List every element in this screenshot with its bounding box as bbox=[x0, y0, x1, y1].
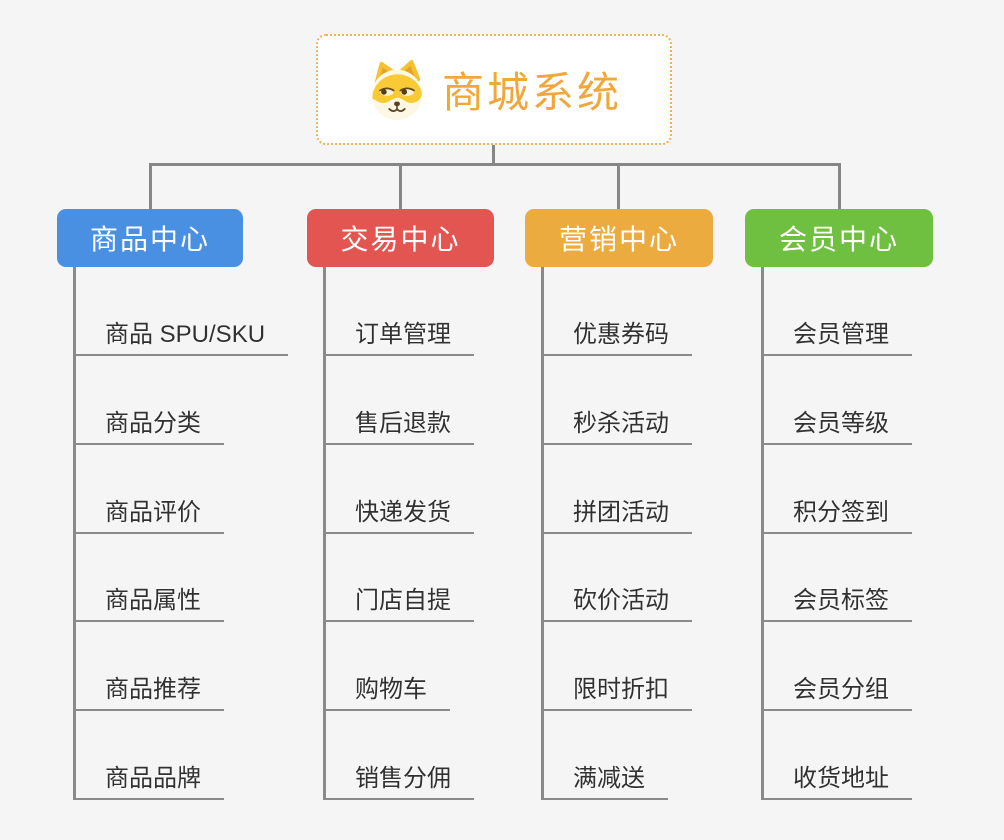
subtopic-label: 会员分组 bbox=[793, 676, 889, 704]
subtopic-node[interactable]: 门店自提 bbox=[326, 534, 474, 623]
subtopic-label: 拼团活动 bbox=[573, 498, 669, 526]
connector-drop-product bbox=[149, 163, 152, 209]
branch-children-trade: 订单管理 售后退款 快递发货 门店自提 购物车 销售分佣 bbox=[323, 267, 474, 800]
subtopic-node[interactable]: 订单管理 bbox=[326, 267, 474, 356]
subtopic-label: 会员等级 bbox=[793, 409, 889, 437]
subtopic-label: 秒杀活动 bbox=[573, 409, 669, 437]
subtopic-node[interactable]: 收货地址 bbox=[764, 711, 912, 800]
subtopic-label: 砍价活动 bbox=[573, 587, 669, 615]
subtopic-node[interactable]: 会员分组 bbox=[764, 622, 912, 712]
subtopic-label: 满减送 bbox=[573, 764, 645, 792]
subtopic-label: 商品属性 bbox=[105, 587, 201, 615]
subtopic-label: 限时折扣 bbox=[573, 676, 669, 704]
connector-root-stub bbox=[492, 145, 495, 164]
subtopic-node[interactable]: 拼团活动 bbox=[544, 445, 692, 534]
subtopic-label: 商品分类 bbox=[105, 409, 201, 437]
subtopic-node[interactable]: 商品 SPU/SKU bbox=[76, 267, 289, 356]
subtopic-node[interactable]: 优惠券码 bbox=[544, 267, 692, 356]
subtopic-label: 商品评价 bbox=[105, 498, 201, 526]
subtopic-node[interactable]: 购物车 bbox=[326, 622, 450, 712]
subtopic-label: 会员标签 bbox=[793, 587, 889, 615]
subtopic-node[interactable]: 商品推荐 bbox=[76, 622, 224, 712]
root-title: 商城系统 bbox=[441, 69, 622, 116]
subtopic-label: 销售分佣 bbox=[355, 764, 451, 792]
subtopic-label: 会员管理 bbox=[793, 321, 889, 348]
subtopic-node[interactable]: 商品分类 bbox=[76, 356, 224, 445]
subtopic-label: 商品 SPU/SKU bbox=[105, 321, 266, 348]
branch-node-product-center[interactable]: 商品中心 bbox=[57, 209, 243, 267]
root-node[interactable]: 商城系统 bbox=[316, 34, 672, 145]
subtopic-label: 门店自提 bbox=[355, 587, 451, 615]
subtopic-node[interactable]: 商品属性 bbox=[76, 534, 224, 623]
subtopic-node[interactable]: 秒杀活动 bbox=[544, 356, 692, 445]
subtopic-node[interactable]: 满减送 bbox=[544, 711, 668, 800]
subtopic-node[interactable]: 限时折扣 bbox=[544, 622, 692, 712]
subtopic-label: 订单管理 bbox=[355, 321, 451, 348]
connector-drop-marketing bbox=[617, 163, 620, 209]
subtopic-label: 购物车 bbox=[355, 676, 427, 704]
subtopic-label: 快递发货 bbox=[355, 498, 451, 526]
subtopic-label: 售后退款 bbox=[355, 409, 451, 437]
branch-node-trade-center[interactable]: 交易中心 bbox=[307, 209, 494, 267]
branch-node-member-center[interactable]: 会员中心 bbox=[745, 209, 933, 267]
subtopic-node[interactable]: 砍价活动 bbox=[544, 534, 692, 623]
subtopic-node[interactable]: 积分签到 bbox=[764, 445, 912, 534]
subtopic-node[interactable]: 会员标签 bbox=[764, 534, 912, 623]
subtopic-node[interactable]: 售后退款 bbox=[326, 356, 474, 445]
branch-children-member: 会员管理 会员等级 积分签到 会员标签 会员分组 收货地址 bbox=[761, 267, 912, 800]
subtopic-label: 商品推荐 bbox=[105, 676, 201, 704]
subtopic-label: 商品品牌 bbox=[105, 764, 201, 792]
branch-children-marketing: 优惠券码 秒杀活动 拼团活动 砍价活动 限时折扣 满减送 bbox=[541, 267, 692, 800]
subtopic-node[interactable]: 商品品牌 bbox=[76, 711, 224, 800]
subtopic-node[interactable]: 销售分佣 bbox=[326, 711, 474, 800]
doge-icon bbox=[371, 59, 423, 120]
connector-drop-member bbox=[838, 163, 841, 209]
connector-horizontal bbox=[149, 163, 841, 166]
subtopic-label: 收货地址 bbox=[793, 764, 889, 792]
subtopic-node[interactable]: 会员等级 bbox=[764, 356, 912, 445]
branch-children-product: 商品 SPU/SKU 商品分类 商品评价 商品属性 商品推荐 商品品牌 bbox=[73, 267, 289, 800]
connector-drop-trade bbox=[399, 163, 402, 209]
subtopic-label: 积分签到 bbox=[793, 498, 889, 526]
subtopic-node[interactable]: 商品评价 bbox=[76, 445, 224, 534]
subtopic-node[interactable]: 快递发货 bbox=[326, 445, 474, 534]
branch-node-marketing-center[interactable]: 营销中心 bbox=[525, 209, 713, 267]
subtopic-node[interactable]: 会员管理 bbox=[764, 267, 912, 356]
subtopic-label: 优惠券码 bbox=[573, 321, 669, 348]
